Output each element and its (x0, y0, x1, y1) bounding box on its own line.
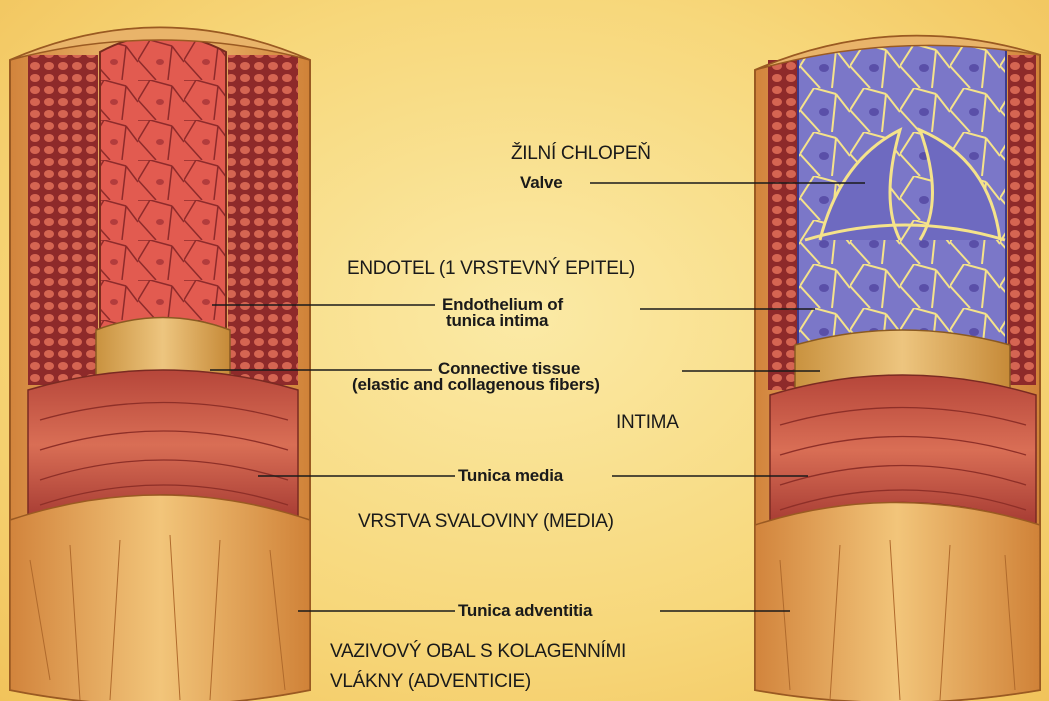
vein-illustration (755, 36, 1040, 701)
label-connective-en-1: Connective tissue (438, 361, 580, 376)
label-endothelium-cz: ENDOTEL (1 VRSTEVNÝ EPITEL) (347, 258, 635, 280)
label-endothelium-en-2: tunica intima (446, 313, 548, 328)
label-valve-en: Valve (520, 175, 563, 190)
label-valve-cz: ŽILNÍ CHLOPEŇ (511, 143, 651, 165)
label-adventitia-en: Tunica adventitia (458, 603, 592, 618)
label-endothelium-en-1: Endothelium of (442, 297, 563, 312)
label-connective-en-2: (elastic and collagenous fibers) (352, 377, 600, 392)
label-media-cz: VRSTVA SVALOVINY (MEDIA) (358, 511, 614, 533)
label-adventitia-cz-2: VLÁKNY (ADVENTICIE) (330, 671, 531, 693)
label-adventitia-cz-1: VAZIVOVÝ OBAL S KOLAGENNÍMI (330, 641, 626, 663)
label-intima-cz: INTIMA (616, 412, 679, 434)
label-media-en: Tunica media (458, 468, 563, 483)
artery-illustration (10, 28, 310, 701)
